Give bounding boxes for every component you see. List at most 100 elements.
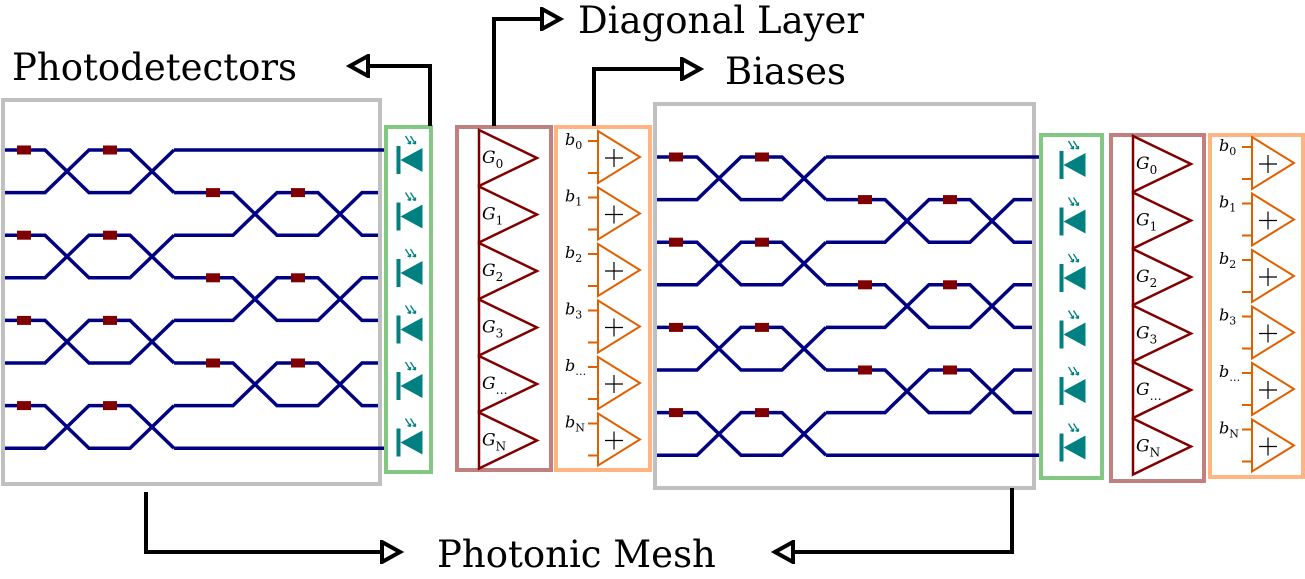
photodiode-icon [396,361,423,400]
plus-icon [1259,268,1277,286]
bias-adder-1: b1 [1219,191,1296,248]
adder-input-leads [1242,428,1252,463]
phase-shifter [17,315,31,325]
phase-shifter [669,152,683,162]
photodiode-icon [396,192,423,231]
plus-icon [1259,324,1277,343]
photodiode-icon [1059,423,1086,462]
phase-shifter [858,195,872,205]
photodiode-icon [1059,140,1086,179]
photodiode-icon [1059,197,1086,236]
phase-shifter [17,145,31,155]
mesh-1-callout-arrow [144,492,400,552]
waveguide [5,318,176,365]
waveguide [657,410,828,457]
photonic-mesh-1 [1,98,386,486]
mesh-2-callout-arrow [775,488,1014,552]
mesh-border [653,102,1036,490]
waveguide [5,318,176,365]
triangle-amplifier-icon [1131,303,1194,364]
plus-icon [605,431,623,450]
photodiode-icon [396,305,423,344]
adder-input-leads [588,309,598,344]
triangle-amplifier-icon [477,128,540,188]
adder-triangle-icon [1251,361,1296,417]
adder-input-leads [1242,202,1252,237]
adder-triangle-icon [597,242,642,298]
phase-shifter [755,408,769,418]
biases-label: Biases [725,50,846,93]
adder-triangle-icon [1251,135,1296,191]
plus-icon [605,205,623,224]
photodiode-icon [1059,253,1086,292]
adder-triangle-icon [1251,191,1296,248]
plus-icon [1259,381,1277,399]
bias-border [1208,133,1305,479]
waveguide [657,155,828,202]
phase-shifter [291,273,305,283]
photodiode-icon [396,248,423,287]
waveguide [657,410,828,457]
phase-shifter [669,322,683,332]
triangle-amplifier-icon [1131,134,1194,194]
triangle-amplifier-icon [477,354,540,414]
phase-shifter [755,237,769,247]
adder-input-leads [588,366,598,400]
phase-shifter [755,152,769,162]
adder-input-leads [588,196,598,231]
triangle-amplifier-icon [1131,190,1194,251]
photodetector-array-1 [384,125,433,474]
photodetector-border [384,125,433,474]
phase-shifter [858,365,872,375]
phase-shifter [943,195,957,205]
diagonal-layer-border [455,125,553,472]
phase-shifter [669,237,683,247]
adder-triangle-icon [597,411,642,468]
photodiode-icon [396,135,423,174]
mesh-border [1,98,382,486]
phase-shifter [669,408,683,418]
photodiode-icon [396,418,423,457]
adder-input-leads [588,253,598,287]
adder-triangle-icon [1251,248,1296,304]
adder-input-leads [1242,146,1252,180]
waveguide [657,325,828,372]
waveguide [5,403,176,450]
waveguide [657,325,828,372]
triangle-amplifier-icon [477,297,540,358]
phase-shifter [291,188,305,198]
waveguide [826,197,1032,244]
phase-shifter [206,188,220,198]
waveguide [826,368,1032,415]
photodetector-border [1039,133,1104,480]
waveguide [174,190,378,237]
diagonal-layer-label: Diagonal Layer [578,0,864,42]
adder-input-leads [1242,259,1252,293]
plus-icon [605,375,623,393]
adder-input-leads [1242,372,1252,406]
phase-shifter [291,358,305,368]
adder-triangle-icon [597,129,642,185]
adder-triangle-icon [1251,417,1296,474]
adder-triangle-icon [597,185,642,242]
phase-shifter [17,230,31,240]
phase-shifter [206,358,220,368]
waveguide [657,155,828,202]
bias-border [554,125,652,472]
plus-icon [605,149,623,167]
photodiode-icon [1059,366,1086,405]
waveguide [174,276,378,323]
adder-input-leads [588,140,598,174]
diagonal-layer-callout-arrow [492,19,560,126]
phase-shifter [17,401,31,411]
photodetectors-label: Photodetectors [12,46,297,89]
plus-icon [1259,155,1277,173]
photodiode-icon [1059,310,1086,349]
waveguide [5,148,176,195]
waveguide [5,233,176,280]
triangle-amplifier-icon [477,410,540,471]
